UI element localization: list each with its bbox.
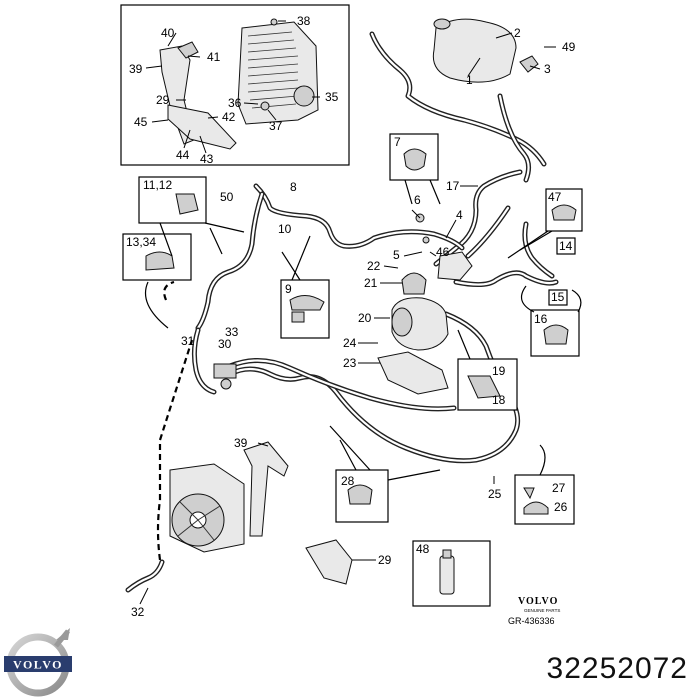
electric-pump xyxy=(377,272,449,395)
detail-box-7 xyxy=(389,133,439,181)
callout-37: 37 xyxy=(269,119,283,133)
svg-text:GENUINE PARTS: GENUINE PARTS xyxy=(524,608,560,613)
radiator-fan xyxy=(169,463,245,553)
callout-7: 7 xyxy=(394,135,401,149)
callout-48: 48 xyxy=(416,542,430,556)
callout-4: 4 xyxy=(456,208,463,222)
svg-text:VOLVO: VOLVO xyxy=(518,596,558,607)
fitting-30-33 xyxy=(213,363,237,390)
callout-44: 44 xyxy=(176,148,190,162)
callout-42: 42 xyxy=(222,110,236,124)
brand-stamp: VOLVO GENUINE PARTS GR-436336 xyxy=(508,596,560,626)
callout-21: 21 xyxy=(364,276,378,290)
svg-text:VOLVO: VOLVO xyxy=(13,658,63,672)
valve-leaders xyxy=(403,185,478,257)
callout-18: 18 xyxy=(492,393,506,407)
callout-11-12: 11,12 xyxy=(143,178,172,192)
detail-box-15 xyxy=(548,289,568,306)
callout-10: 10 xyxy=(278,222,292,236)
bracket-29-39 xyxy=(243,441,353,585)
callout-19: 19 xyxy=(492,364,506,378)
callout-16: 16 xyxy=(534,312,548,326)
callout-32: 32 xyxy=(131,605,145,619)
callout-50: 50 xyxy=(220,190,234,204)
inset-leaders xyxy=(145,20,320,154)
detail-box-9 xyxy=(280,279,330,339)
callout-labels: 1 2 3 4 5 6 7 8 9 10 11,12 13,34 14 15 1… xyxy=(126,14,576,619)
callout-25: 25 xyxy=(488,487,502,501)
dashed-connectors xyxy=(156,280,194,561)
callout-9: 9 xyxy=(285,282,292,296)
callout-24: 24 xyxy=(343,336,357,350)
callout-30: 30 xyxy=(218,337,232,351)
callout-38: 38 xyxy=(297,14,311,28)
callout-29-inset: 29 xyxy=(156,93,170,107)
volvo-logo: VOLVO xyxy=(4,628,72,697)
callout-41: 41 xyxy=(207,50,221,64)
oil-cooler xyxy=(237,18,319,125)
detail-box-28 xyxy=(335,469,389,523)
callout-27: 27 xyxy=(552,481,566,495)
callout-2: 2 xyxy=(514,26,521,40)
callout-35: 35 xyxy=(325,90,339,104)
callout-26: 26 xyxy=(554,500,568,514)
callout-14: 14 xyxy=(559,239,573,253)
detail-arrows xyxy=(144,179,582,481)
pump-leaders xyxy=(358,265,402,364)
callout-29-bottom: 29 xyxy=(378,553,392,567)
callout-40: 40 xyxy=(161,26,175,40)
callout-45: 45 xyxy=(134,115,148,129)
callout-8: 8 xyxy=(290,180,297,194)
callout-1: 1 xyxy=(466,73,473,87)
callout-49: 49 xyxy=(562,40,576,54)
valve-block xyxy=(415,213,473,281)
callout-43: 43 xyxy=(200,152,214,166)
detail-box-48 xyxy=(412,540,491,607)
callout-46: 46 xyxy=(436,245,450,259)
bracket-lower xyxy=(167,104,237,150)
callout-13-34: 13,34 xyxy=(126,235,156,249)
callout-28: 28 xyxy=(341,474,355,488)
callout-39-inset: 39 xyxy=(129,62,143,76)
callout-6: 6 xyxy=(414,193,421,207)
callout-23: 23 xyxy=(343,356,357,370)
detail-box-47 xyxy=(545,188,583,232)
detail-box-14 xyxy=(556,237,576,255)
callout-20: 20 xyxy=(358,311,372,325)
tank-leaders xyxy=(467,32,556,77)
callout-39-bottom: 39 xyxy=(234,436,248,450)
callout-47: 47 xyxy=(548,190,562,204)
detail-box-16 xyxy=(530,309,580,357)
drawing-reference: GR-436336 xyxy=(508,616,555,626)
callout-22: 22 xyxy=(367,259,381,273)
callout-3: 3 xyxy=(544,62,551,76)
callout-15: 15 xyxy=(551,290,565,304)
detail-box-13-34 xyxy=(122,233,192,281)
detail-box-26-27 xyxy=(514,474,575,525)
detail-box-18-19 xyxy=(457,358,518,411)
bracket-clip xyxy=(177,41,199,59)
callout-17: 17 xyxy=(446,179,460,193)
expansion-tank xyxy=(432,18,539,83)
callout-36: 36 xyxy=(228,96,242,110)
callout-33: 33 xyxy=(225,325,239,339)
bottom-leaders xyxy=(139,442,495,605)
detail-box-11-12 xyxy=(138,176,207,224)
callout-5: 5 xyxy=(393,248,400,262)
callout-31: 31 xyxy=(181,334,195,348)
part-number: 32252072 xyxy=(546,652,688,685)
